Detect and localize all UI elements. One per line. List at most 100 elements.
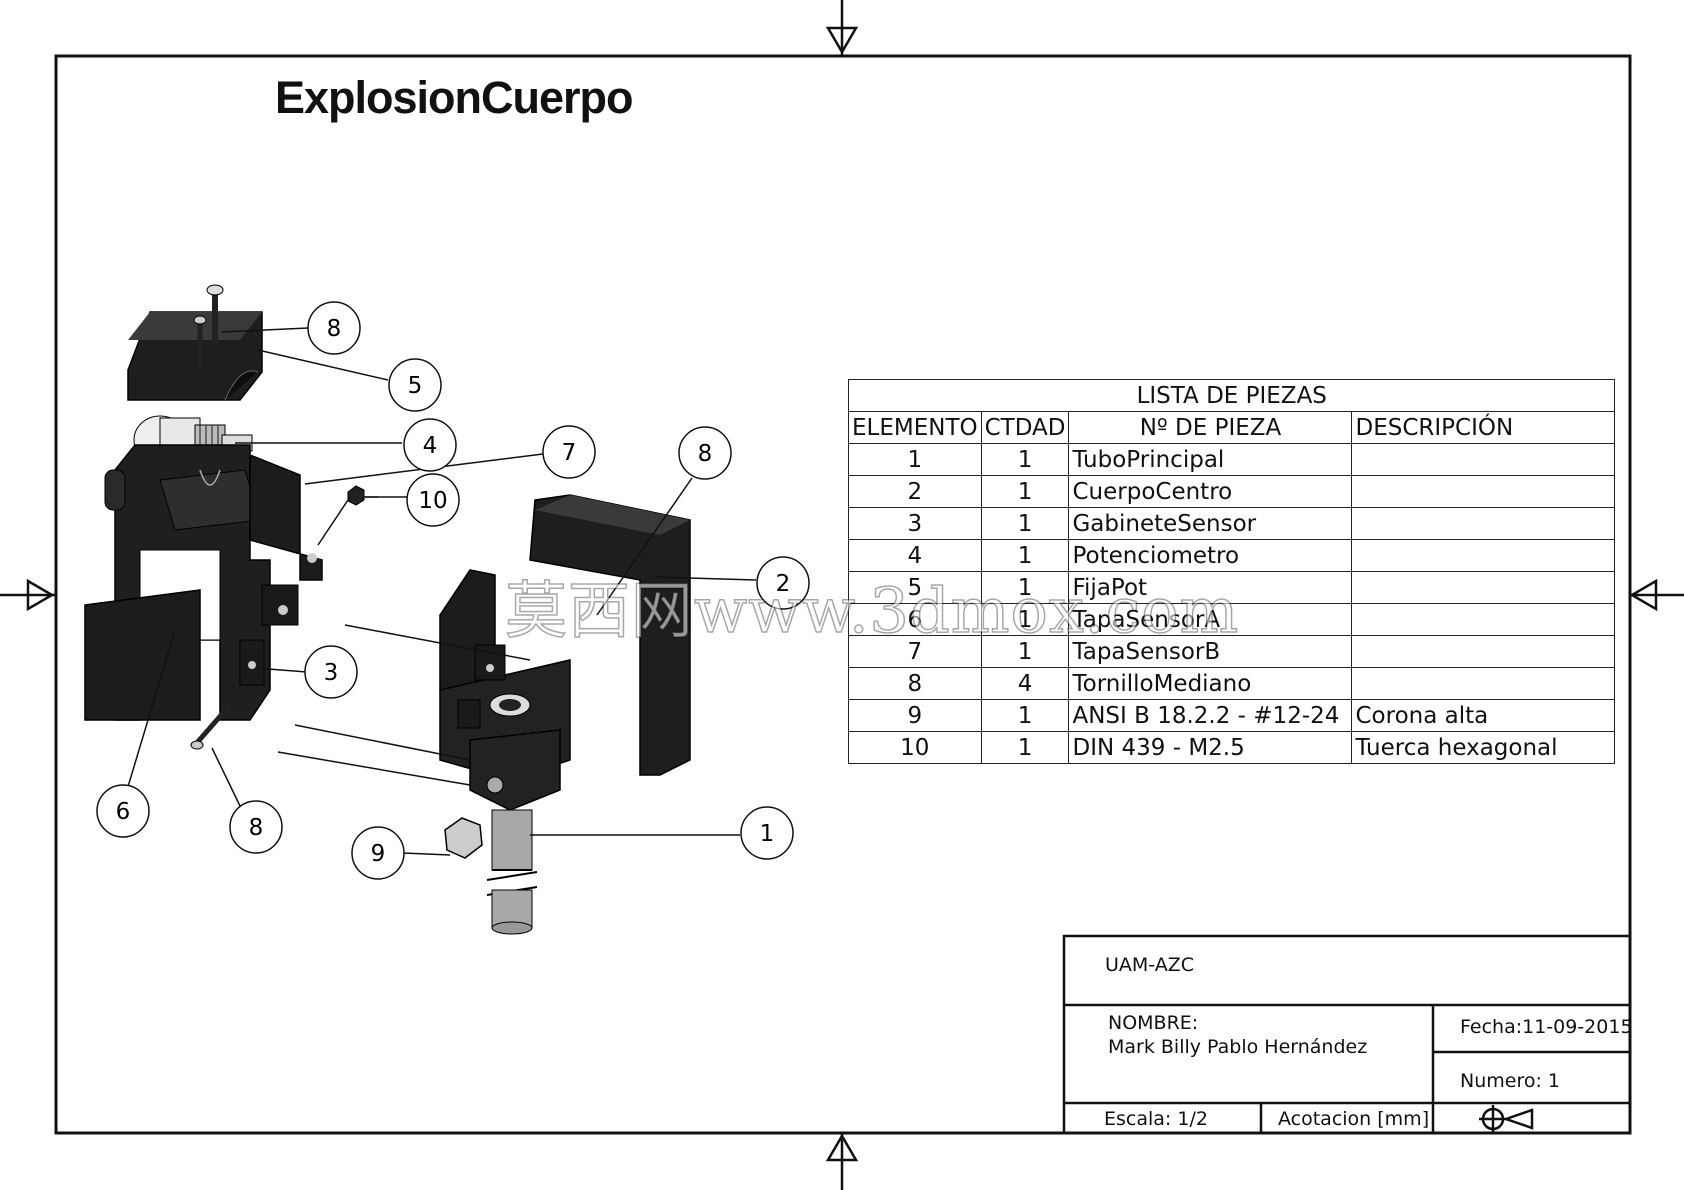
cell-ctdad: 4: [980, 667, 1070, 700]
svg-text:1: 1: [760, 821, 775, 847]
balloon-5: 5: [388, 358, 442, 412]
centering-mark-left: [0, 578, 56, 612]
cell-ctdad: 1: [980, 731, 1070, 764]
svg-text:5: 5: [408, 373, 423, 399]
header-descripcion: DESCRIPCIÓN: [1351, 411, 1616, 444]
cell-descripcion: [1351, 443, 1616, 476]
balloon-1: 1: [740, 806, 794, 860]
drawing-title: ExplosionCuerpo: [275, 72, 634, 123]
header-elemento: ELEMENTO: [848, 411, 982, 444]
watermark: 莫西网www.3dmox.com: [504, 573, 1240, 648]
cell-elemento: 1: [848, 443, 982, 476]
cell-elemento: 3: [848, 507, 982, 540]
part-gabinete-sensor-3: [104, 444, 299, 721]
cell-ctdad: 1: [980, 603, 1070, 636]
cell-descripcion: [1351, 475, 1616, 508]
cell-descripcion: Corona alta: [1351, 699, 1616, 732]
author-name: Mark Billy Pablo Hernández: [1108, 1036, 1368, 1058]
svg-text:10: 10: [418, 488, 447, 514]
part-tuerca-10: [347, 485, 378, 506]
cell-pieza: Potenciometro: [1068, 539, 1353, 572]
svg-text:6: 6: [116, 799, 131, 825]
cell-descripcion: [1351, 667, 1616, 700]
cell-descripcion: [1351, 507, 1616, 540]
svg-text:8: 8: [698, 441, 713, 467]
centering-mark-right: [1629, 578, 1684, 612]
cell-ctdad: 1: [980, 539, 1070, 572]
explosion-lines: [277, 624, 531, 786]
part-corona-9: [444, 817, 483, 859]
balloon-4: 4: [403, 418, 457, 472]
sheet-number: Numero: 1: [1460, 1070, 1561, 1092]
cell-elemento: 10: [848, 731, 982, 764]
cell-descripcion: [1351, 635, 1616, 668]
cell-elemento: 6: [848, 603, 982, 636]
cell-ctdad: 1: [980, 507, 1070, 540]
cell-pieza: TuboPrincipal: [1068, 443, 1353, 476]
parts-list-header-row: ELEMENTO CTDAD Nº DE PIEZA DESCRIPCIÓN: [848, 411, 1616, 444]
svg-text:3: 3: [324, 660, 339, 686]
header-no-pieza: Nº DE PIEZA: [1068, 411, 1353, 444]
balloon-8-right: 8: [678, 426, 732, 480]
centering-mark-bottom: [825, 1133, 859, 1190]
cell-pieza: TapaSensorB: [1068, 635, 1353, 668]
cell-ctdad: 1: [980, 475, 1070, 508]
date-field: Fecha:11-09-2015: [1460, 1016, 1633, 1038]
cell-descripcion: [1351, 603, 1616, 636]
svg-text:9: 9: [371, 841, 386, 867]
svg-text:4: 4: [423, 433, 438, 459]
part-fijapot-5: [127, 311, 263, 401]
cell-pieza: CuerpoCentro: [1068, 475, 1353, 508]
balloon-7: 7: [542, 425, 596, 479]
balloon-9: 9: [351, 826, 405, 880]
cell-pieza: TornilloMediano: [1068, 667, 1353, 700]
parts-list-title: LISTA DE PIEZAS: [847, 379, 1616, 412]
cell-pieza: FijaPot: [1068, 571, 1353, 604]
part-tornillo-8-top: [193, 284, 224, 370]
balloon-8-top: 8: [307, 301, 361, 355]
cell-elemento: 7: [848, 635, 982, 668]
cell-ctdad: 1: [980, 443, 1070, 476]
parts-list-title-row: LISTA DE PIEZAS: [847, 379, 1616, 412]
cell-ctdad: 1: [980, 635, 1070, 668]
name-label: NOMBRE:: [1108, 1012, 1199, 1034]
cell-ctdad: 1: [980, 699, 1070, 732]
cell-elemento: 9: [848, 699, 982, 732]
cell-descripcion: [1351, 571, 1616, 604]
institution-label: UAM-AZC: [1105, 954, 1195, 976]
cell-pieza: DIN 439 - M2.5: [1068, 731, 1353, 764]
cell-elemento: 2: [848, 475, 982, 508]
svg-text:8: 8: [327, 316, 342, 342]
header-ctdad: CTDAD: [980, 411, 1070, 444]
svg-text:8: 8: [249, 815, 264, 841]
scale-field: Escala: 1/2: [1104, 1108, 1208, 1130]
cell-pieza: GabineteSensor: [1068, 507, 1353, 540]
balloon-6: 6: [96, 784, 150, 838]
cell-pieza: TapaSensorA: [1068, 603, 1353, 636]
svg-text:2: 2: [776, 571, 791, 597]
balloon-3: 3: [304, 645, 358, 699]
cell-ctdad: 1: [980, 571, 1070, 604]
units-field: Acotacion [mm]: [1278, 1108, 1430, 1130]
part-tubo-principal-1: [469, 729, 561, 935]
parts-list-table: LISTA DE PIEZAS ELEMENTO CTDAD Nº DE PIE…: [847, 379, 1616, 764]
part-tapasensorb-7: [249, 453, 323, 581]
balloon-2: 2: [756, 556, 810, 610]
balloon-10: 10: [406, 473, 460, 527]
cell-elemento: 8: [848, 667, 982, 700]
balloon-8-bottom: 8: [229, 800, 283, 854]
title-block-frame: [1062, 934, 1632, 1135]
first-angle-projection-icon: [1479, 1105, 1534, 1133]
centering-mark-top: [825, 0, 859, 56]
part-tapasensora-6: [84, 589, 201, 721]
cell-pieza: ANSI B 18.2.2 - #12-24: [1068, 699, 1353, 732]
part-tornillo-8-bottom: [190, 703, 232, 750]
